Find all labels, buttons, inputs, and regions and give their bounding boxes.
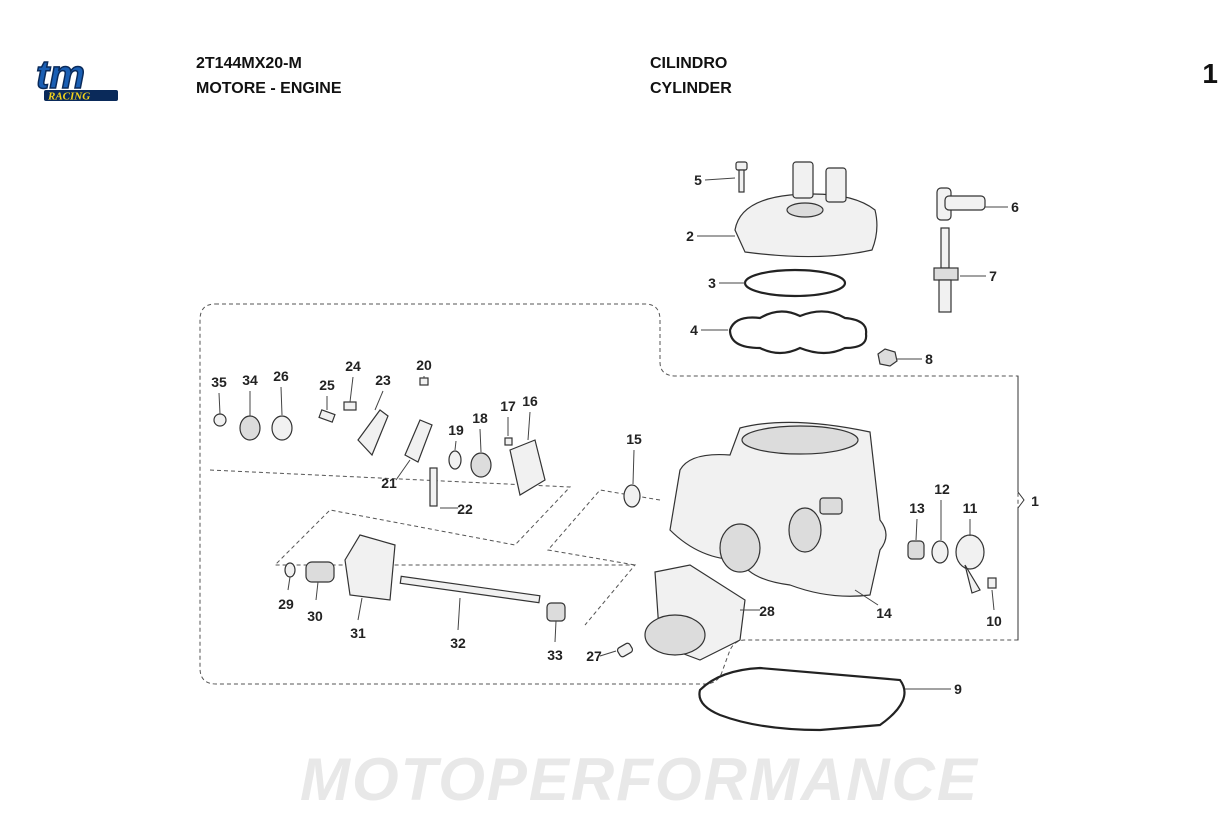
- callout-10: 10: [986, 613, 1002, 629]
- leader-line: [599, 650, 617, 657]
- callout-32: 32: [450, 635, 466, 651]
- port-outline: [547, 489, 661, 566]
- screw-10: [987, 577, 997, 589]
- callout-2: 2: [686, 228, 694, 244]
- callout-29: 29: [278, 596, 294, 612]
- callout-8: 8: [925, 351, 933, 367]
- callout-3: 3: [708, 275, 716, 291]
- port-seal: [623, 484, 641, 508]
- callout-16: 16: [522, 393, 538, 409]
- linkage-outline: [209, 469, 637, 626]
- callout-labels: 1234567891011121314151617181920212223242…: [211, 172, 1039, 697]
- leader-line: [349, 376, 354, 403]
- spark-plug-cap: [936, 187, 986, 221]
- leader-line: [632, 449, 635, 485]
- callout-35: 35: [211, 374, 227, 390]
- callout-25: 25: [319, 377, 335, 393]
- leader-line: [479, 428, 482, 453]
- leader-line: [357, 597, 363, 621]
- leader-line: [315, 581, 319, 601]
- callout-14: 14: [876, 605, 892, 621]
- callout-33: 33: [547, 647, 563, 663]
- group-outline: [199, 303, 1019, 685]
- callout-11: 11: [963, 500, 978, 516]
- group-name: MOTORE - ENGINE: [196, 80, 342, 97]
- callout-7: 7: [989, 268, 997, 284]
- reed-manifold: [644, 564, 746, 661]
- leader-line: [915, 518, 918, 541]
- leader-line: [991, 589, 995, 611]
- valve-shaft-assembly: [284, 534, 566, 622]
- tm-racing-logo: tm RACING: [35, 54, 118, 103]
- leader-line: [854, 589, 879, 606]
- callout-23: 23: [375, 372, 391, 388]
- callout-30: 30: [307, 608, 323, 624]
- valve-linkage: [213, 377, 546, 507]
- leader-line: [374, 390, 384, 411]
- model-code: 2T144MX20-M: [196, 55, 302, 72]
- o-ring: [743, 268, 847, 298]
- callout-22: 22: [457, 501, 473, 517]
- title-english: CYLINDER: [650, 80, 732, 97]
- svg-text:tm: tm: [36, 54, 85, 97]
- leader-line: [287, 576, 291, 591]
- leader-line: [457, 597, 461, 631]
- leader-line: [454, 440, 457, 451]
- head-gasket: [728, 310, 868, 355]
- leader-line: [280, 386, 283, 416]
- callout-6: 6: [1011, 199, 1019, 215]
- callout-27: 27: [586, 648, 602, 664]
- nut: [877, 348, 898, 367]
- spark-plug: [933, 227, 959, 313]
- bushing-13: [907, 540, 925, 560]
- callout-13: 13: [909, 500, 925, 516]
- leader-line: [218, 392, 221, 415]
- callout-9: 9: [954, 681, 962, 697]
- callout-31: 31: [350, 625, 366, 641]
- svg-text:RACING: RACING: [47, 91, 90, 103]
- cylinder: [669, 421, 887, 597]
- callout-18: 18: [472, 410, 488, 426]
- callout-15: 15: [626, 431, 642, 447]
- watermark: MOTOPERFORMANCE: [300, 746, 979, 813]
- base-gasket: [698, 666, 906, 732]
- callout-1: 1: [1031, 493, 1039, 509]
- leader-line: [704, 177, 736, 181]
- o-ring-12: [931, 540, 949, 564]
- callout-17: 17: [500, 398, 516, 414]
- page-number: 1: [1202, 58, 1218, 89]
- callout-4: 4: [690, 322, 698, 338]
- leader-line: [527, 411, 531, 441]
- callout-19: 19: [448, 422, 464, 438]
- callout-12: 12: [934, 481, 950, 497]
- cylinder-head: [734, 161, 878, 258]
- title-italian: CILINDRO: [650, 55, 728, 72]
- callout-34: 34: [242, 372, 258, 388]
- leader-line: [554, 620, 557, 643]
- callout-24: 24: [345, 358, 361, 374]
- leader-line: [395, 459, 411, 481]
- callout-28: 28: [759, 603, 775, 619]
- group-bracket: [1017, 376, 1025, 640]
- manifold-screw: [616, 642, 634, 658]
- callout-21: 21: [381, 475, 397, 491]
- exhaust-valve-cover: [955, 534, 985, 594]
- head-bolt: [735, 161, 748, 193]
- callout-20: 20: [416, 357, 432, 373]
- callout-5: 5: [694, 172, 702, 188]
- callout-26: 26: [273, 368, 289, 384]
